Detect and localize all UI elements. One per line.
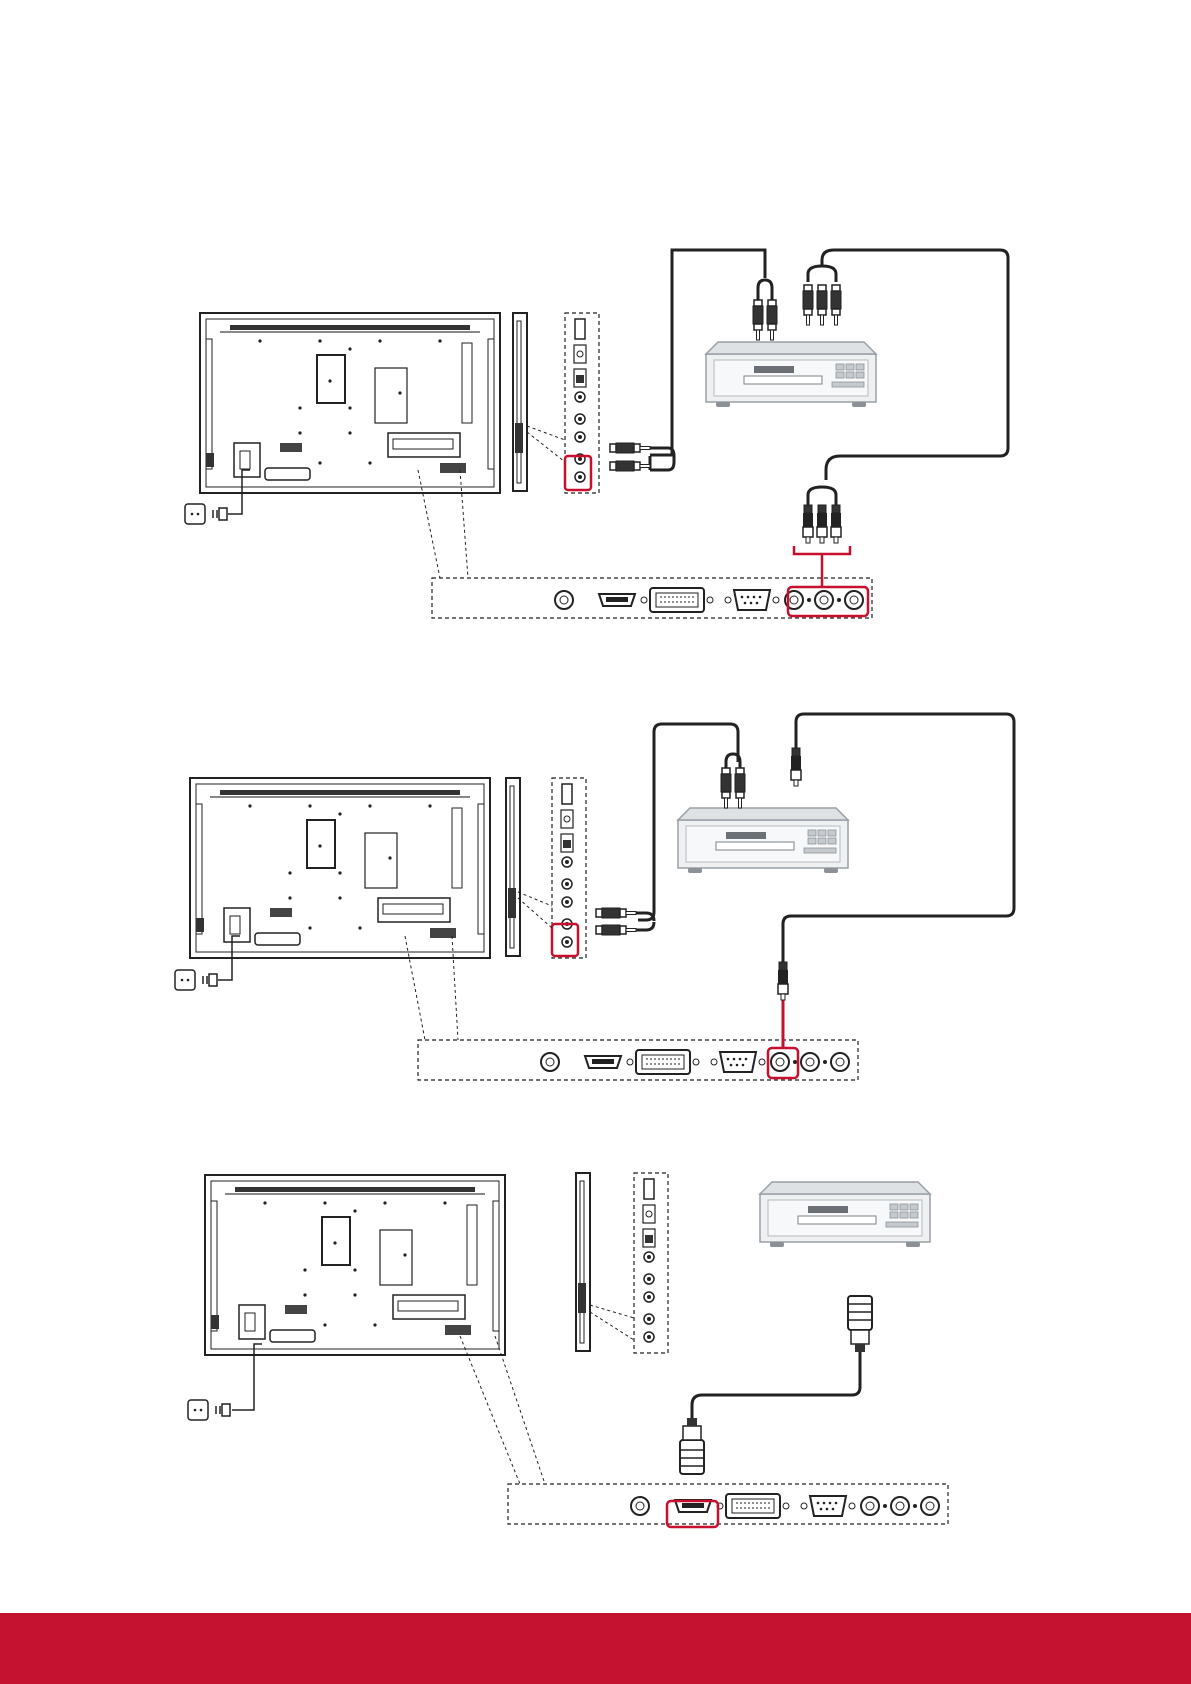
- rca-plug-icon: [817, 285, 827, 325]
- rca-plug-icon: [803, 285, 813, 325]
- power-outlet-icon: [185, 504, 227, 524]
- display-rear-view: [205, 1175, 505, 1355]
- display-side-view: [513, 313, 527, 491]
- bottom-terminal-panel: [508, 1484, 948, 1524]
- hdmi-plug-icon: [848, 1296, 872, 1352]
- panel-composite-connection: [175, 714, 1014, 1080]
- dvd-player: [760, 1182, 930, 1247]
- side-terminal-strip: [565, 313, 599, 493]
- rca-plug-icon: [735, 768, 745, 808]
- bnc-plug-icon: [803, 505, 813, 543]
- dvd-player: [678, 808, 848, 873]
- bottom-terminal-panel: [418, 1040, 858, 1080]
- hdmi-plug-icon: [680, 1418, 704, 1474]
- side-terminal-strip: [552, 778, 586, 958]
- hdmi-cable: [692, 1350, 860, 1419]
- rca-plug-icon: [831, 285, 841, 325]
- rca-plug-icon: [767, 300, 777, 340]
- rca-plug-icon: [721, 768, 731, 808]
- component-bracket: [794, 546, 850, 587]
- bnc-plug-icon: [791, 748, 801, 786]
- dvd-player: [706, 342, 876, 407]
- power-outlet-icon: [188, 1400, 230, 1420]
- power-outlet-icon: [175, 970, 217, 990]
- bnc-plug-icon: [778, 962, 788, 1000]
- display-rear-view: [200, 313, 500, 493]
- bnc-plug-icon: [831, 505, 841, 543]
- rca-plug-icon: [610, 461, 650, 471]
- rca-plug-icon: [596, 908, 636, 918]
- display-rear-view: [190, 778, 490, 958]
- rca-plug-icon: [596, 925, 636, 935]
- display-side-view: [576, 1173, 590, 1351]
- display-side-view: [506, 778, 520, 956]
- footer-bar: [0, 1613, 1191, 1684]
- rca-plug-icon: [753, 300, 763, 340]
- panel-component-connection: [185, 250, 1008, 618]
- bnc-plug-icon: [817, 505, 827, 543]
- rca-plug-icon: [610, 443, 650, 453]
- side-terminal-strip: [634, 1173, 668, 1353]
- bottom-terminal-panel: [432, 578, 872, 618]
- panel-hdmi-connection: [188, 1173, 948, 1527]
